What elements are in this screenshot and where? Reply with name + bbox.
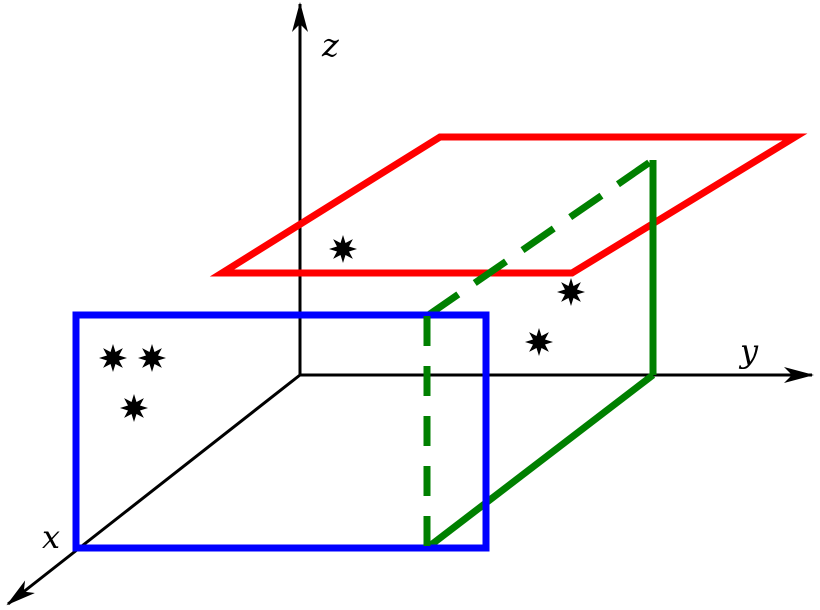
axes: [6, 2, 814, 606]
x-axis: [6, 373, 301, 606]
point-star-icon: [557, 278, 585, 306]
point-star-icon: [525, 328, 553, 356]
point-star-icon: [99, 344, 127, 372]
blue-plane: [72, 311, 490, 552]
points: [99, 235, 585, 422]
z-axis-label: z: [321, 26, 340, 64]
point-star-icon: [138, 344, 166, 372]
red-plane: [209, 133, 808, 277]
x-axis-label: x: [42, 518, 60, 556]
point-star-icon: [120, 394, 148, 422]
green-plane: [424, 157, 657, 551]
y-axis-label: y: [738, 332, 759, 370]
point-star-icon: [329, 235, 357, 263]
